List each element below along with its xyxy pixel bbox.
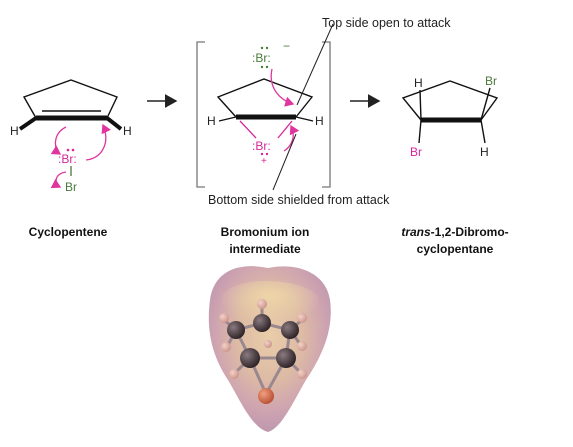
caption-bromonium-line2: intermediate [229,242,301,256]
product-br-bottom: Br [410,145,422,159]
product-br-top: Br [485,74,497,88]
electrostatic-potential-model [208,266,331,432]
product-ring-structure [401,80,499,144]
bracket-right [322,41,331,188]
cyclopentene-structure [18,79,123,131]
caption-product-line1: -1,2-Dibromo- [430,225,509,239]
bromonium-h-left: H [207,114,216,128]
bromonium-bridge-bonds [239,120,293,139]
caption-product-line2: cyclopentane [416,242,494,256]
bracket-left [196,41,205,188]
arrow-br-to-carbon [85,123,112,161]
bromonium-h-right: H [315,114,324,128]
arrow-br-br-bond [50,171,67,189]
bromonium-ring-structure [216,78,314,122]
product-h-top: H [414,76,423,90]
caption-bromonium-ion: Bromonium ion intermediate [205,224,325,258]
annotation-top-side: Top side open to attack [322,16,451,30]
arrow-pi-to-br [50,126,67,155]
bromide-anion: :Br: [252,51,271,65]
arrow-anion-attack [270,68,295,107]
atom-h-right: H [123,124,132,138]
leader-top [296,23,334,106]
caption-cyclopentene-text: Cyclopentene [28,225,108,239]
br-leaving-atom: Br [65,180,77,194]
caption-bromonium-line1: Bromonium ion [220,225,310,239]
arrow-ring-opening [283,124,300,152]
br-lone-pair-dots [66,148,75,152]
bromonium-lone-pair [260,152,269,156]
atom-h-left: H [10,124,19,138]
caption-product: trans-1,2-Dibromo- cyclopentane [385,224,525,258]
bromonium-br: :Br: [252,139,271,153]
leader-bottom [272,133,297,191]
bromonium-charge: + [261,156,267,167]
bromide-lone-pairs [260,46,269,69]
product-h-bottom: H [480,145,489,159]
caption-product-prefix: trans [401,225,431,239]
annotation-bottom-side: Bottom side shielded from attack [208,193,390,207]
anion-charge: − [283,39,290,53]
br-reacting-atom: :Br: [58,152,77,166]
caption-cyclopentene: Cyclopentene [18,224,118,241]
